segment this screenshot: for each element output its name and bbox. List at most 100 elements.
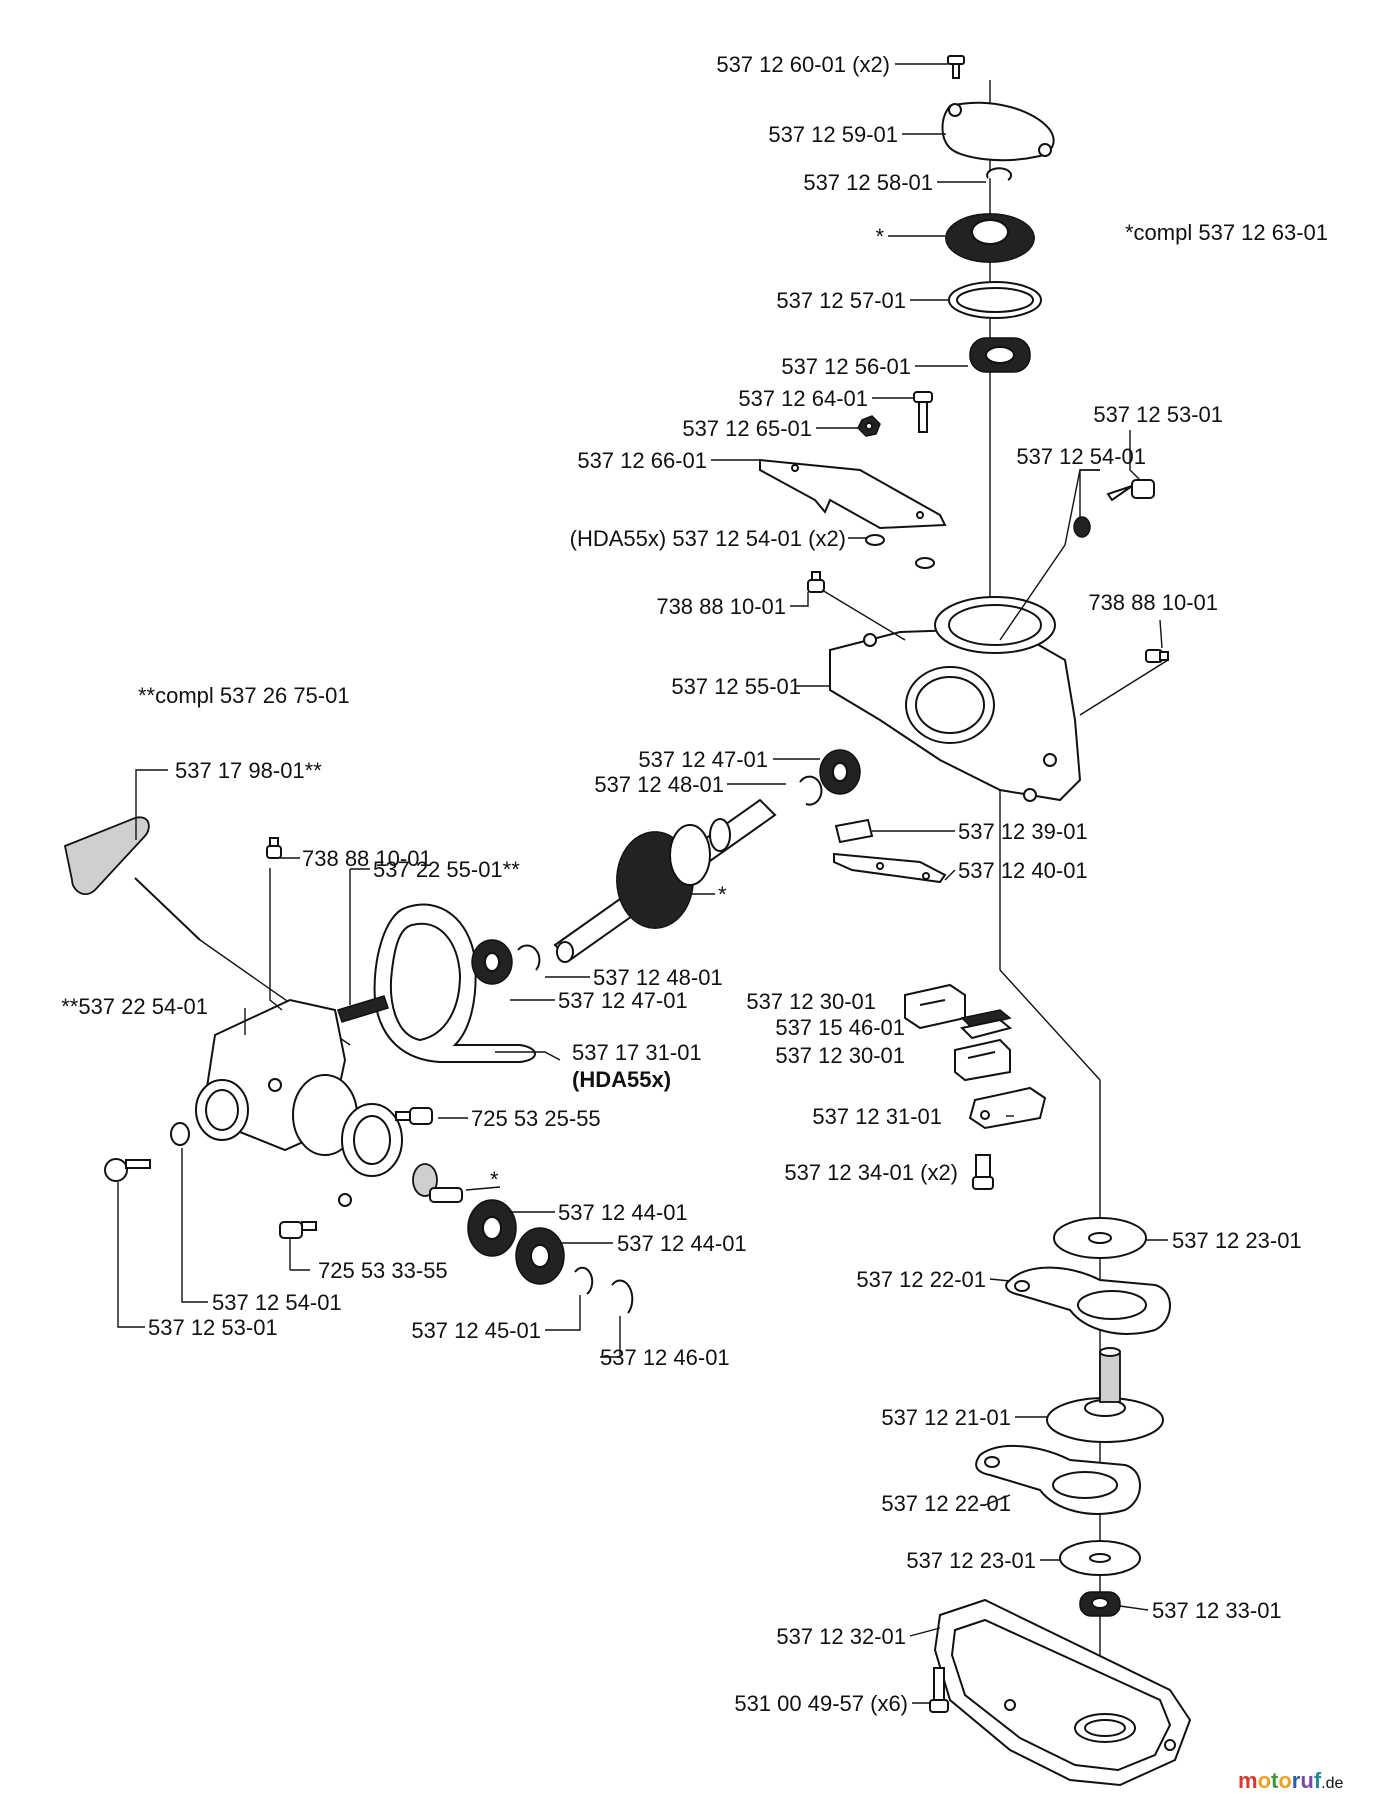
watermark-letter: o: [1258, 1768, 1271, 1793]
label-part-number: 531 00 49-57 (x6): [734, 1691, 908, 1716]
label-part-number: 537 12 32-01: [776, 1624, 906, 1649]
circlip-48-lower: [517, 944, 541, 971]
label-star: *: [718, 882, 727, 907]
label-star: *: [490, 1167, 499, 1192]
label-part-number: 537 12 40-01: [958, 858, 1088, 883]
label-part-number: 537 12 23-01: [1172, 1228, 1302, 1253]
watermark-logo: motoruf.de: [1238, 1768, 1343, 1793]
label-part-number: 537 12 21-01: [881, 1405, 1011, 1430]
circlip-45: [574, 1266, 594, 1295]
label-part-number: 537 12 65-01: [682, 416, 812, 441]
circlip-small: [986, 167, 1013, 181]
plate-31: [968, 1086, 1047, 1130]
label-part-number: 738 88 10-01: [302, 846, 432, 871]
nut-65: [857, 415, 881, 437]
part-drawings: [63, 55, 1192, 1787]
label-part-number: 537 17 98-01**: [175, 758, 322, 783]
washer-23-lower: [1059, 1540, 1141, 1576]
watermark-letter: m: [1238, 1768, 1258, 1793]
label-part-number: 537 12 44-01: [558, 1200, 688, 1225]
label-part-number: 537 12 23-01: [906, 1548, 1036, 1573]
label-compl: **compl 537 26 75-01: [138, 683, 350, 708]
pinion-shaft: [553, 798, 777, 963]
label-part-number: 537 12 57-01: [776, 288, 906, 313]
circlip-46: [611, 1279, 634, 1314]
part-labels: 537 12 60-01 (x2) 537 12 59-01 537 12 58…: [61, 52, 1328, 1716]
strip-22-55: [337, 995, 389, 1023]
label-part-number: 725 53 33-55: [318, 1258, 448, 1283]
right-axis-link: [999, 969, 1101, 1081]
block-30-b: [954, 1038, 1011, 1082]
screw-53-left: [104, 1158, 151, 1182]
watermark-main: motoruf: [1238, 1768, 1322, 1793]
label-part-number: 537 12 54-01: [212, 1290, 342, 1315]
screw-33-55: [279, 1221, 317, 1239]
label-part-number: 725 53 25-55: [471, 1106, 601, 1131]
bearing-top: [969, 337, 1031, 373]
washer-54-left: [170, 1122, 190, 1146]
pinion-small: [412, 1163, 463, 1203]
retaining-ring: [948, 281, 1042, 319]
bevel-gear-top: [945, 213, 1035, 263]
label-part-number: 537 12 53-01: [148, 1315, 278, 1340]
label-part-number: 537 12 60-01 (x2): [716, 52, 890, 77]
label-part-number: 537 12 48-01: [593, 965, 723, 990]
label-part-number: 738 88 10-01: [656, 594, 786, 619]
screw-53-right: [1106, 479, 1155, 502]
grease-nipple-c: [266, 837, 282, 859]
label-part-number: 537 12 54-01: [1016, 444, 1146, 469]
bolt-64: [913, 391, 933, 433]
washer-hda-a: [865, 534, 885, 546]
label-part-number: 537 12 22-01: [881, 1491, 1011, 1516]
label-part-number: 537 12 45-01: [411, 1318, 541, 1343]
circlip-48-upper: [799, 775, 823, 806]
block-30-a: [904, 983, 966, 1030]
screw-25-55: [395, 1107, 433, 1125]
grease-nipple-a: [807, 571, 825, 593]
clamp-band: [373, 903, 536, 1063]
label-part-number: 537 12 47-01: [638, 747, 768, 772]
watermark-tld: .de: [1321, 1775, 1343, 1792]
label-part-number: 537 12 30-01: [775, 1043, 905, 1068]
label-part-number: 537 12 34-01 (x2): [784, 1160, 958, 1185]
label-part-number: 537 12 22-01: [856, 1267, 986, 1292]
label-part-number: 537 12 33-01: [1152, 1598, 1282, 1623]
eccentric-21: [1046, 1347, 1164, 1443]
watermark-letter: o: [1278, 1768, 1291, 1793]
bearing-47-lower: [471, 939, 513, 985]
shim-39: [834, 818, 874, 844]
watermark-letter: f: [1314, 1768, 1322, 1793]
crank-22-upper: [1005, 1266, 1171, 1335]
label-part-number: (HDA55x) 537 12 54-01 (x2): [570, 526, 846, 551]
crank-22-lower: [975, 1444, 1141, 1515]
watermark-letter: u: [1300, 1768, 1313, 1793]
label-part-number: 537 12 56-01: [781, 354, 911, 379]
label-part-number: 537 12 58-01: [803, 170, 933, 195]
lower-cover-32: [933, 1598, 1192, 1787]
label-part-number: 537 12 30-01: [746, 989, 876, 1014]
watermark-letter: t: [1271, 1768, 1279, 1793]
bearing-44-a: [467, 1199, 517, 1257]
label-part-number: 537 22 55-01**: [373, 857, 520, 882]
label-part-number: 537 15 46-01: [775, 1015, 905, 1040]
label-part-number: 537 12 64-01: [738, 386, 868, 411]
gear-housing: [829, 596, 1082, 802]
label-part-number: 537 12 47-01: [558, 988, 688, 1013]
label-part-number: 537 12 53-01: [1093, 402, 1223, 427]
screw-top: [947, 55, 965, 79]
bearing-44-b: [515, 1227, 565, 1285]
label-part-number: 537 12 59-01: [768, 122, 898, 147]
washer-54-right: [1073, 516, 1091, 538]
shim-plate-40: [833, 852, 947, 884]
washer-23-upper: [1053, 1217, 1147, 1259]
label-part-number: 537 12 48-01: [594, 772, 724, 797]
screw-49-57: [929, 1667, 949, 1713]
label-part-number: 537 12 66-01: [577, 448, 707, 473]
label-part-number: **537 22 54-01: [61, 994, 208, 1019]
label-part-number: 537 12 55-01: [671, 674, 801, 699]
label-variant: (HDA55x): [572, 1067, 671, 1092]
label-part-number: 537 12 46-01: [600, 1345, 730, 1370]
label-star: *: [875, 224, 884, 249]
label-part-number: 537 12 44-01: [617, 1231, 747, 1256]
